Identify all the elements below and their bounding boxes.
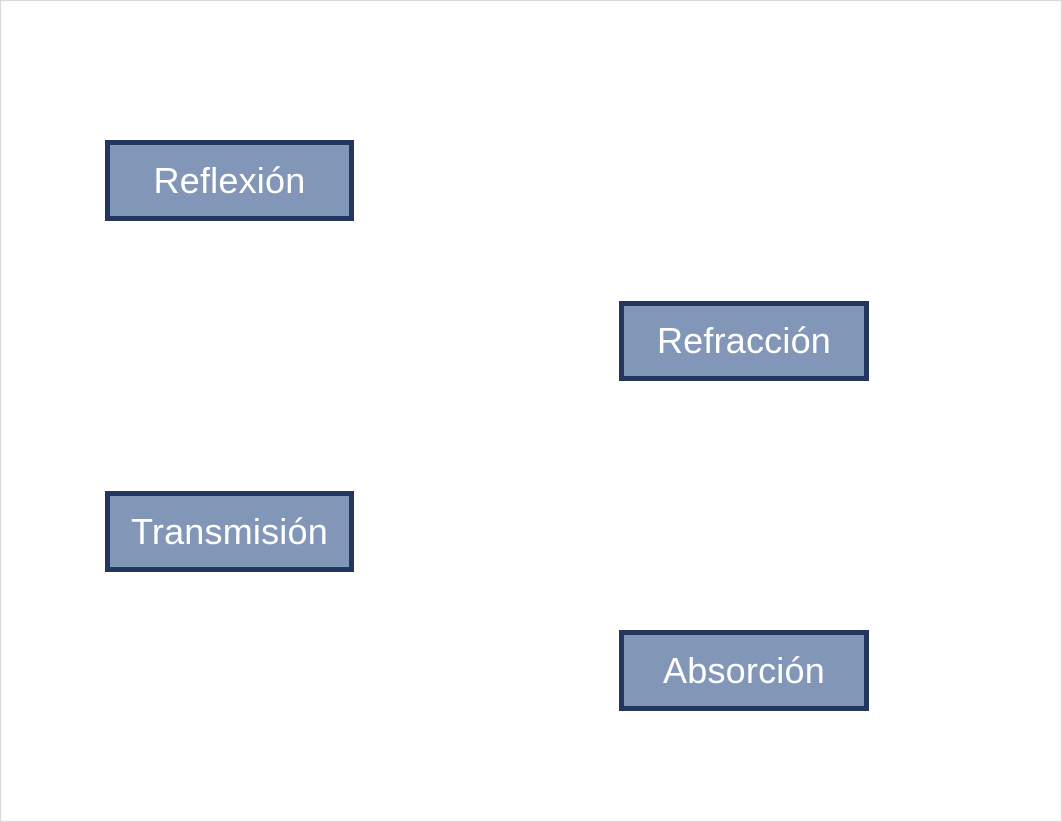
concept-box-label: Transmisión	[131, 510, 328, 552]
concept-box-absorcion[interactable]: Absorción	[619, 630, 869, 711]
concept-box-refraccion[interactable]: Refracción	[619, 301, 869, 381]
concept-box-label: Refracción	[656, 320, 832, 361]
concept-box-label: Absorción	[663, 649, 825, 691]
concept-box-transmision[interactable]: Transmisión	[105, 491, 354, 572]
concept-box-label: Reflexión	[153, 159, 306, 201]
concept-box-reflexion[interactable]: Reflexión	[105, 140, 354, 221]
